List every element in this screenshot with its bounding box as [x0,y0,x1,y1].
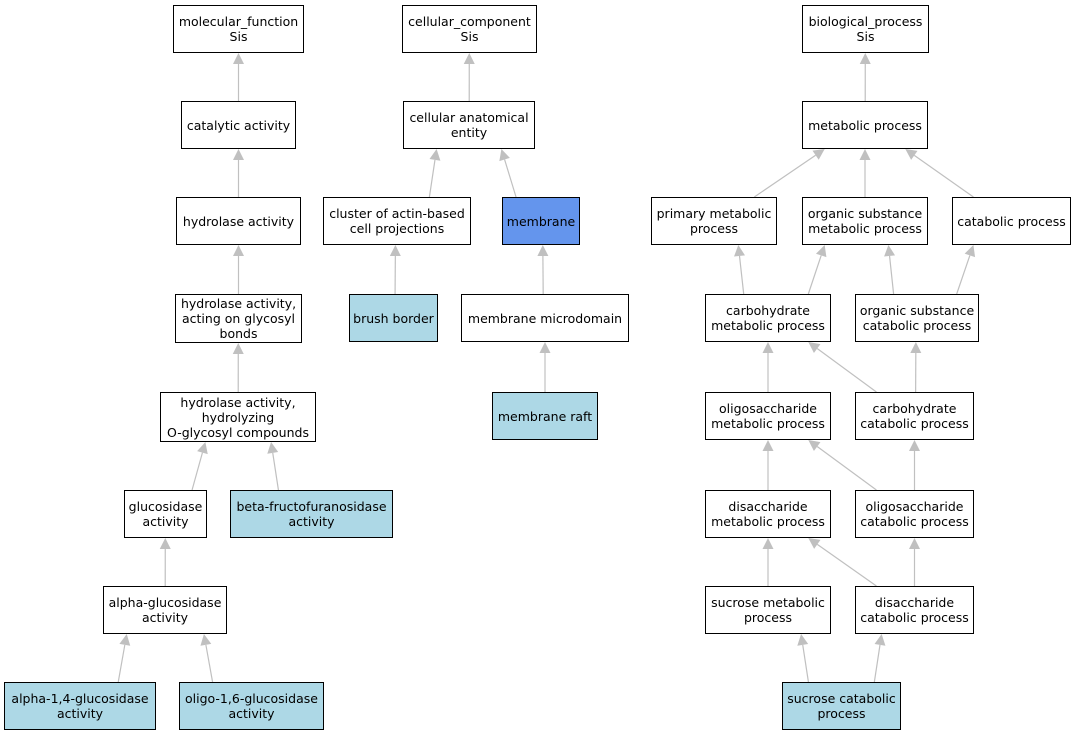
edge-arrowhead [197,442,208,455]
edge-alpha14-to-alpha_glucosidase [117,644,126,683]
edge-arrowhead [233,53,244,64]
node-disaccharide-metabolic-process[interactable]: disaccharide metabolic process [705,490,831,538]
edge-arrowhead [812,149,825,160]
node-hydrolase-activity[interactable]: hydrolase activity [176,197,301,245]
edge-arrowhead [159,538,171,550]
edge-arrowhead [884,245,896,257]
node-cluster-of-actin-based-cell-projections[interactable]: cluster of actin-based cell projections [323,197,471,245]
node-cellular-anatomical-entity[interactable]: cellular anatomical entity [403,101,535,149]
node-hydrolase-o-glycosyl[interactable]: hydrolase activity, hydrolyzing O-glycos… [160,392,316,442]
edge-carb_met-to-organic_met [807,255,822,295]
node-brush-border[interactable]: brush border [349,294,438,342]
node-oligosaccharide-metabolic-process[interactable]: oligosaccharide metabolic process [705,392,831,440]
node-beta-fructofuranosidase-activity[interactable]: beta-fructofuranosidase activity [230,490,393,538]
edge-arrowhead [429,149,441,161]
edge-arrowhead [762,342,774,353]
node-alpha-1-4-glucosidase-activity[interactable]: alpha-1,4-glucosidase activity [4,682,156,730]
node-alpha-glucosidase-activity[interactable]: alpha-glucosidase activity [103,586,227,634]
edge-arrowhead [905,149,918,160]
node-sucrose-metabolic-process[interactable]: sucrose metabolic process [705,586,831,634]
edge-arrowhead [808,538,821,549]
edge-arrowhead [762,440,774,451]
node-membrane-microdomain[interactable]: membrane microdomain [461,294,629,342]
edge-carb_met-to-primary_met [738,255,745,295]
edge-arrowhead [808,342,821,353]
edge-arrowhead [874,634,886,646]
edge-arrowhead [910,342,922,354]
node-oligo-1-6-glucosidase-activity[interactable]: oligo-1,6-glucosidase activity [179,682,324,730]
edge-arrowhead [233,149,244,160]
edge-arrowhead [119,634,131,646]
edge-arrowhead [233,245,244,256]
node-membrane[interactable]: membrane [502,197,580,245]
node-membrane-raft[interactable]: membrane raft [492,392,598,440]
node-glucosidase-activity[interactable]: glucosidase activity [124,490,207,538]
node-oligosaccharide-catabolic-process[interactable]: oligosaccharide catabolic process [855,490,974,538]
edge-arrowhead [389,245,401,257]
edge-organic_cat-to-catabolic [956,255,971,295]
edge-organic_cat-to-organic_met [888,255,895,295]
edge-arrowhead [267,442,279,454]
node-disaccharide-catabolic-process[interactable]: disaccharide catabolic process [855,586,974,634]
node-organic-substance-catabolic-process[interactable]: organic substance catabolic process [855,294,979,342]
node-catalytic-activity[interactable]: catalytic activity [181,101,296,149]
edge-oligo_cat-to-oligo_met [816,446,877,491]
node-hydrolase-glycosyl-bonds[interactable]: hydrolase activity, acting on glycosyl b… [175,294,302,343]
node-carbohydrate-catabolic-process[interactable]: carbohydrate catabolic process [855,392,974,440]
node-organic-substance-metabolic-process[interactable]: organic substance metabolic process [802,197,928,245]
edge-catabolic-to-metabolic [913,154,974,198]
edge-arrowhead [808,440,821,451]
node-carbohydrate-metabolic-process[interactable]: carbohydrate metabolic process [705,294,831,342]
edge-arrowhead [964,245,976,258]
node-primary-metabolic-process[interactable]: primary metabolic process [651,197,777,245]
node-biological-process[interactable]: biological_process Sis [802,5,929,53]
edge-sucrose_cat-to-sucrose_met [802,644,810,683]
edge-arrowhead [909,440,920,451]
edge-oligo16-to-alpha_glucosidase [205,644,214,683]
edge-arrowhead [909,538,920,549]
edge-glucosidase-to-hydrolase_oglycosyl [191,452,204,491]
edge-beta_fructo-to-hydrolase_oglycosyl [272,452,280,491]
edge-arrowhead [859,53,871,65]
edge-arrowhead [797,634,809,646]
edge-carb_cat-to-carb_met [816,348,877,393]
edge-membrane-to-cell_anat [504,159,517,198]
node-sucrose-catabolic-process[interactable]: sucrose catabolic process [782,682,901,730]
edge-arrowhead [232,343,244,355]
edge-cluster_actin-to-cell_anat [428,159,436,198]
edge-sucrose_cat-to-di_cat [873,644,881,683]
edge-di_cat-to-di_met [816,543,877,587]
edge-arrowhead [499,149,510,162]
edge-arrowhead [537,245,549,257]
edge-arrowhead [463,53,475,65]
edge-arrowhead [859,149,871,160]
edge-arrowhead [539,342,551,353]
edge-primary_met-to-metabolic [753,154,816,198]
edge-arrowhead [815,245,827,258]
node-molecular-function[interactable]: molecular_function Sis [173,5,304,53]
edge-arrowhead [734,245,745,257]
node-metabolic-process[interactable]: metabolic process [802,101,928,149]
edge-arrowhead [200,634,212,646]
edge-arrowhead [762,538,774,549]
node-catabolic-process[interactable]: catabolic process [952,197,1071,245]
node-cellular-component[interactable]: cellular_component Sis [402,5,537,53]
